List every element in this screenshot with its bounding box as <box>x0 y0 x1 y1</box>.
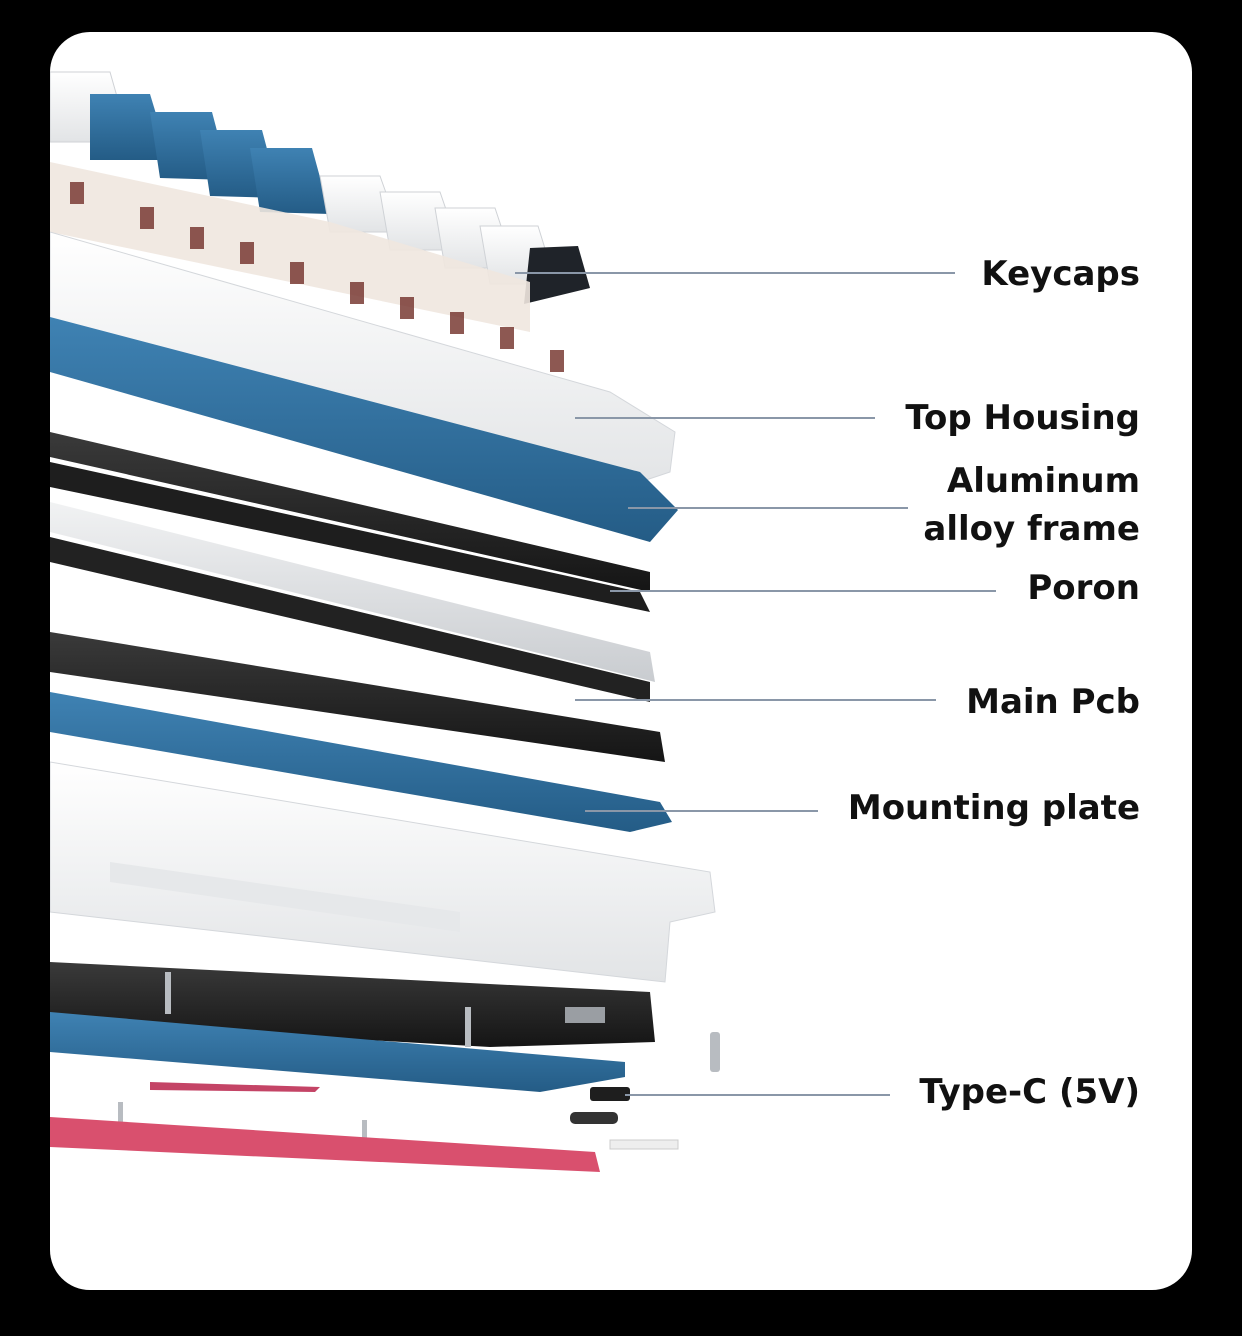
keycaps-layer <box>50 71 590 332</box>
main-pcb-shape <box>50 632 665 762</box>
exploded-keyboard-illustration <box>50 71 996 1172</box>
screws <box>118 972 720 1140</box>
leader-lines <box>515 272 996 1096</box>
poron-sheet-shape <box>50 432 650 592</box>
mounting-plate-label: Mounting plate <box>847 788 1140 828</box>
aluminum-frame-label: Aluminum alloy frame <box>923 461 1140 549</box>
mounting-plate-shape <box>50 692 672 832</box>
aluminum-frame-shape <box>50 317 678 542</box>
bottom-case-shape <box>50 761 716 983</box>
top-housing-label: Top Housing <box>905 398 1140 438</box>
main-pcb-label: Main Pcb <box>966 682 1140 722</box>
top-housing-shape <box>50 231 676 493</box>
pink-base-shape <box>50 1117 600 1172</box>
diagram-card: Keycaps Top Housing Aluminum alloy frame… <box>50 32 1192 1290</box>
type-c-connector <box>570 1087 679 1150</box>
type-c-label: Type-C (5V) <box>919 1072 1140 1112</box>
poron-label: Poron <box>1027 568 1140 608</box>
keycaps-label: Keycaps <box>981 254 1140 294</box>
